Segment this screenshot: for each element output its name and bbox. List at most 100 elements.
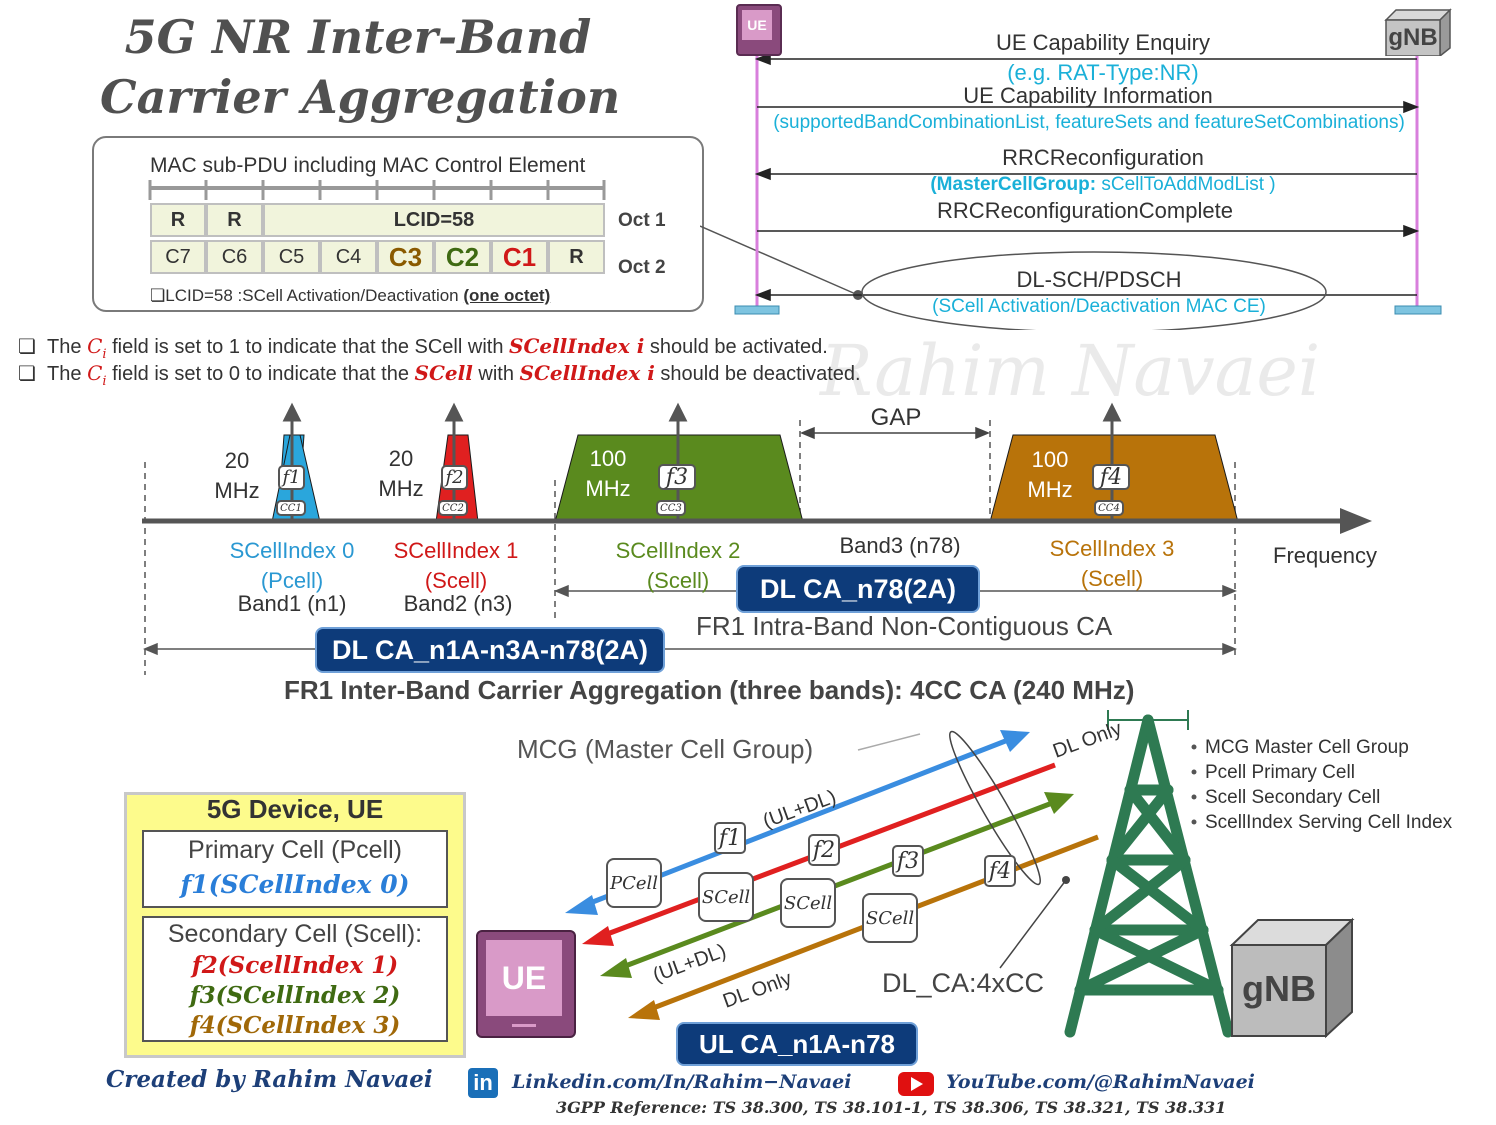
page-title-line2: Carrier Aggregation <box>100 70 621 124</box>
ul-ca-pill: UL CA_n1A-n78 <box>676 1022 918 1066</box>
bullet1-ci: C <box>87 334 103 358</box>
bullet1-idx: SCellIndex i <box>509 334 645 358</box>
page-title-line1: 5G NR Inter-Band <box>124 10 592 64</box>
msg-ue-capability-enquiry-detail: (e.g. RAT-Type:NR) <box>1007 60 1199 85</box>
mac-note: ❏LCID=58 :SCell Activation/Deactivation … <box>150 286 550 306</box>
carrier-cc2-label: CC2 <box>438 500 468 516</box>
bullet2-sub: i <box>102 374 107 389</box>
legend-mcg: MCG Master Cell Group <box>1205 737 1409 758</box>
carrier-cc1-label: CC1 <box>276 500 306 516</box>
gap-label: GAP <box>870 404 922 431</box>
mac-c7-cell: C7 <box>150 240 206 274</box>
arrow-f1-label: f1 <box>714 822 746 854</box>
oct2-label: Oct 2 <box>618 257 666 278</box>
msg-ue-capability-enquiry: UE Capability Enquiry <box>996 30 1210 55</box>
carrier-cc3-label: CC3 <box>656 500 686 516</box>
bullet1-sub: i <box>102 347 107 362</box>
carrier-f3-role: (Scell) <box>646 568 710 593</box>
bottom-diagram <box>565 710 1355 1039</box>
carrier-f3-unit: MHz <box>585 476 631 501</box>
youtube-play-icon <box>911 1077 923 1091</box>
bullet2-scell: SCell <box>414 361 473 385</box>
rrc-detail-bold: (MasterCellGroup: <box>930 174 1097 195</box>
ue-device-top-screen: UE <box>742 10 772 40</box>
dl-ca-label: DL_CA:4xCC <box>882 968 1045 998</box>
mac-c1-cell: C1 <box>491 240 548 274</box>
bullet2-idx: SCellIndex i <box>519 361 655 385</box>
arrow-f3-label: f3 <box>892 845 924 877</box>
mac-lcid-cell: LCID=58 <box>263 203 605 237</box>
gnb-cube-top <box>1384 8 1452 56</box>
reference-text: 3GPP Reference: TS 38.300, TS 38.101-1, … <box>556 1098 1227 1117</box>
arrow-f4-label: f4 <box>984 855 1016 887</box>
carrier-f3-bw: 100 <box>589 446 627 471</box>
carrier-cc4-label: CC4 <box>1094 500 1124 516</box>
msg-rrc-reconfiguration-detail: (MasterCellGroup: sCellToAddModList ) <box>760 174 1446 196</box>
carrier-f2-band: Band2 (n3) <box>403 591 513 616</box>
oct1-label: Oct 1 <box>618 210 666 231</box>
scell-box-f3: SCell <box>780 878 836 928</box>
secondary-cell-f2: f2(ScellIndex 1) <box>191 952 399 979</box>
inter-band-pill: DL CA_n1A-n3A-n78(2A) <box>315 627 665 673</box>
secondary-cell-f4: f4(SCellIndex 3) <box>189 1012 401 1039</box>
bullet-activate: ❏ The Ci field is set to 1 to indicate t… <box>18 334 828 362</box>
linkedin-link[interactable]: Linkedin.com/In/Rahim−Navaei <box>512 1071 852 1093</box>
carrier-f4-role: (Scell) <box>1080 566 1144 591</box>
secondary-cell-f3: f3(SCellIndex 2) <box>189 982 401 1009</box>
youtube-link[interactable]: YouTube.com/@RahimNavaei <box>946 1071 1255 1093</box>
watermark: Rahim Navaei <box>820 330 1321 412</box>
mac-r1-cell: R <box>150 203 206 237</box>
signaling-lines <box>700 50 1442 330</box>
created-by: Created by Rahim Navaei <box>106 1066 433 1093</box>
arrow-f2-label: f2 <box>808 834 840 866</box>
carrier-f1-index: SCellIndex 0 <box>229 538 355 563</box>
msg-dl-sch-pdsch: DL-SCH/PDSCH <box>1016 267 1182 292</box>
mac-c2-cell: C2 <box>434 240 491 274</box>
rrc-detail-rest: sCellToAddModList ) <box>1096 174 1276 195</box>
gnb-top-label: gNB <box>1388 24 1438 51</box>
intra-band-pill: DL CA_n78(2A) <box>736 565 980 613</box>
carrier-f4-bw: 100 <box>1031 447 1069 472</box>
mcg-label: MCG (Master Cell Group) <box>517 734 814 764</box>
bullet2-pre: The <box>47 363 88 385</box>
ue-device-screen: UE <box>486 940 562 1016</box>
legend-pcell: Pcell Primary Cell <box>1205 762 1355 783</box>
bullet2-mid2: with <box>472 363 520 385</box>
mac-ruler <box>148 180 606 200</box>
msg-rrc-reconfiguration: RRCReconfiguration <box>1002 145 1204 170</box>
carrier-f3-index: SCellIndex 2 <box>615 538 741 563</box>
mac-header: MAC sub-PDU including MAC Control Elemen… <box>150 154 586 177</box>
mac-c3-cell: C3 <box>377 240 434 274</box>
scell-box-f4: SCell <box>862 893 918 943</box>
primary-cell-value: f1(SCellIndex 0) <box>180 870 410 899</box>
mac-r-cell: R <box>548 240 605 274</box>
msg-dl-sch-pdsch-detail: (SCell Activation/Deactivation MAC CE) <box>932 296 1266 317</box>
frequency-label: Frequency <box>1273 543 1377 568</box>
intra-band-text: FR1 Intra-Band Non-Contiguous CA <box>696 611 1113 641</box>
carrier-f2-index: SCellIndex 1 <box>393 538 519 563</box>
band3-label: Band3 (n78) <box>839 533 961 558</box>
carrier-f1-unit: MHz <box>214 478 260 503</box>
carrier-f3-label: f3 <box>658 464 696 490</box>
bullet1-mid: field is set to 1 to indicate that the S… <box>106 336 509 358</box>
mac-r2-cell: R <box>206 203 263 237</box>
msg-ue-capability-information: UE Capability Information <box>963 83 1213 108</box>
carrier-f2-role: (Scell) <box>424 568 488 593</box>
carrier-f2-bw: 20 <box>388 446 414 471</box>
mac-c5-cell: C5 <box>263 240 320 274</box>
carrier-f1-role: (Pcell) <box>260 568 324 593</box>
primary-cell-box <box>142 830 448 908</box>
carrier-f2-label: f2 <box>441 465 468 490</box>
bullet1-pre: The <box>47 336 88 358</box>
secondary-cell-box <box>142 916 448 1042</box>
device-panel-title: 5G Device, UE <box>206 794 384 824</box>
carrier-f1-label: f1 <box>278 465 305 490</box>
linkedin-icon: in <box>468 1068 498 1098</box>
checkbox-icon: ❏ <box>18 336 48 358</box>
bullet1-post: should be activated. <box>644 336 828 358</box>
carrier-f4-label: f4 <box>1092 464 1130 490</box>
msg-ue-capability-information-detail: (supportedBandCombinationList, featureSe… <box>773 112 1405 133</box>
carrier-f2-unit: MHz <box>378 476 424 501</box>
msg-rrc-reconfiguration-complete: RRCReconfigurationComplete <box>937 198 1233 223</box>
bullet2-mid: field is set to 0 to indicate that the <box>106 363 415 385</box>
